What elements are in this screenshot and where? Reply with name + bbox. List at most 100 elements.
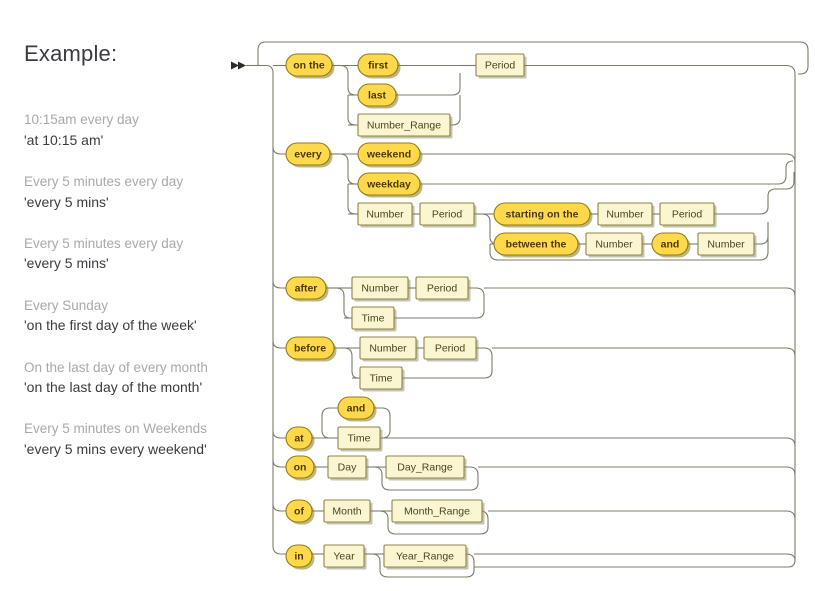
node-label: at bbox=[294, 432, 304, 444]
node-box bbox=[351, 276, 409, 300]
node-label: Period bbox=[432, 208, 463, 220]
node-box bbox=[383, 544, 467, 568]
example-phrase: 'on the first day of the week' bbox=[24, 317, 197, 334]
node-box bbox=[359, 336, 417, 360]
node-box bbox=[493, 232, 579, 256]
examples-list: 10:15am every day'at 10:15 am' Every 5 mi… bbox=[24, 110, 256, 459]
terminal-node-of: of bbox=[285, 499, 315, 525]
node-label: weekday bbox=[366, 178, 411, 190]
nonterminal-node-time: Time bbox=[337, 426, 383, 452]
terminal-node-on: on bbox=[285, 455, 317, 481]
nonterminal-node-number: Number bbox=[357, 202, 415, 228]
node-label: and bbox=[347, 402, 366, 414]
page-title: Example: bbox=[24, 41, 118, 66]
node-label: after bbox=[295, 282, 318, 294]
nonterminal-node-month-range: Month_Range bbox=[391, 499, 485, 525]
node-box bbox=[285, 142, 331, 166]
node-label: between the bbox=[506, 238, 567, 250]
node-label: weekend bbox=[366, 148, 411, 160]
node-label: before bbox=[294, 342, 326, 354]
node-label: of bbox=[294, 505, 304, 517]
node-box bbox=[285, 276, 327, 300]
nonterminal-node-period: Period bbox=[475, 53, 527, 79]
node-label: Time bbox=[370, 372, 393, 384]
example-phrase: 'on the last day of the month' bbox=[24, 379, 203, 396]
example-item: Every 5 minutes on Weekends 'every 5 mins… bbox=[24, 419, 256, 459]
nonterminal-node-time: Time bbox=[359, 366, 405, 392]
terminal-node-last: last bbox=[357, 83, 399, 109]
nonterminal-node-period: Period bbox=[659, 202, 717, 228]
terminal-node-before: before bbox=[285, 336, 337, 362]
node-label: in bbox=[294, 550, 303, 562]
node-box bbox=[337, 426, 381, 450]
example-phrase: 'every 5 mins every weekend' bbox=[24, 441, 207, 458]
terminal-node-every: every bbox=[285, 142, 333, 168]
terminal-node-starting-on-the: starting on the bbox=[493, 202, 593, 228]
node-box bbox=[359, 366, 403, 390]
node-box bbox=[697, 232, 755, 256]
entry-arrow-icon bbox=[231, 61, 258, 70]
nonterminal-node-day: Day bbox=[327, 455, 369, 481]
node-label: last bbox=[368, 89, 387, 101]
example-phrase: 'every 5 mins' bbox=[24, 193, 109, 210]
example-item: Every 5 minutes every day 'every 5 mins' bbox=[24, 234, 256, 274]
node-label: Number bbox=[707, 238, 745, 250]
node-box bbox=[323, 499, 371, 523]
node-label: on the bbox=[293, 59, 325, 71]
node-label: Day_Range bbox=[397, 461, 453, 473]
terminal-node-weekend: weekend bbox=[357, 142, 423, 168]
node-label: Year bbox=[333, 550, 355, 562]
example-description: Every Sunday bbox=[24, 297, 109, 313]
example-description: Every 5 minutes on Weekends bbox=[24, 421, 207, 437]
node-box bbox=[357, 142, 421, 166]
node-box bbox=[357, 53, 399, 77]
nonterminal-node-day-range: Day_Range bbox=[385, 455, 467, 481]
nonterminal-node-year-range: Year_Range bbox=[383, 544, 469, 570]
node-label: every bbox=[294, 148, 322, 160]
terminal-node-at: at bbox=[285, 426, 315, 452]
node-label: Period bbox=[427, 282, 458, 294]
example-item: Every Sunday 'on the first day of the wee… bbox=[24, 296, 256, 336]
nonterminal-node-period: Period bbox=[419, 202, 477, 228]
terminal-node-after: after bbox=[285, 276, 329, 302]
node-label: and bbox=[661, 238, 680, 250]
node-label: Number bbox=[366, 208, 404, 220]
example-description: 10:15am every day bbox=[24, 112, 139, 128]
nonterminal-node-number: Number bbox=[351, 276, 411, 302]
example-item: Every 5 minutes every day'every 5 mins' bbox=[24, 172, 256, 212]
node-label: Time bbox=[362, 312, 385, 324]
node-box bbox=[597, 202, 653, 226]
node-label: Time bbox=[348, 432, 371, 444]
nonterminal-node-period: Period bbox=[415, 276, 471, 302]
example-item: On the last day of every month 'on the la… bbox=[24, 358, 256, 398]
terminal-node-and: and bbox=[337, 396, 377, 422]
node-box bbox=[585, 232, 643, 256]
example-phrase: 'every 5 mins' bbox=[24, 255, 109, 272]
node-box bbox=[493, 202, 591, 226]
node-box bbox=[285, 455, 315, 479]
node-label: on bbox=[294, 461, 307, 473]
nonterminal-node-month: Month bbox=[323, 499, 373, 525]
node-box bbox=[357, 172, 421, 196]
example-description: On the last day of every month bbox=[24, 359, 208, 375]
node-label: Period bbox=[435, 342, 466, 354]
nonterminal-node-number: Number bbox=[359, 336, 419, 362]
node-label: Number bbox=[361, 282, 399, 294]
terminal-node-weekday: weekday bbox=[357, 172, 423, 198]
node-label: Month bbox=[332, 505, 361, 517]
node-box bbox=[423, 336, 477, 360]
node-box bbox=[285, 336, 335, 360]
example-item: 10:15am every day'at 10:15 am' bbox=[24, 110, 256, 150]
node-label: Period bbox=[672, 208, 703, 220]
nonterminal-node-year: Year bbox=[323, 544, 367, 570]
node-box bbox=[357, 202, 413, 226]
node-box bbox=[415, 276, 469, 300]
node-label: Number bbox=[369, 342, 407, 354]
example-description: Every 5 minutes every day bbox=[24, 235, 184, 251]
node-label: first bbox=[368, 59, 388, 71]
nonterminal-node-number-range: Number_Range bbox=[357, 113, 453, 139]
terminal-node-in: in bbox=[285, 544, 315, 570]
node-box bbox=[475, 53, 525, 77]
node-box bbox=[285, 499, 313, 523]
